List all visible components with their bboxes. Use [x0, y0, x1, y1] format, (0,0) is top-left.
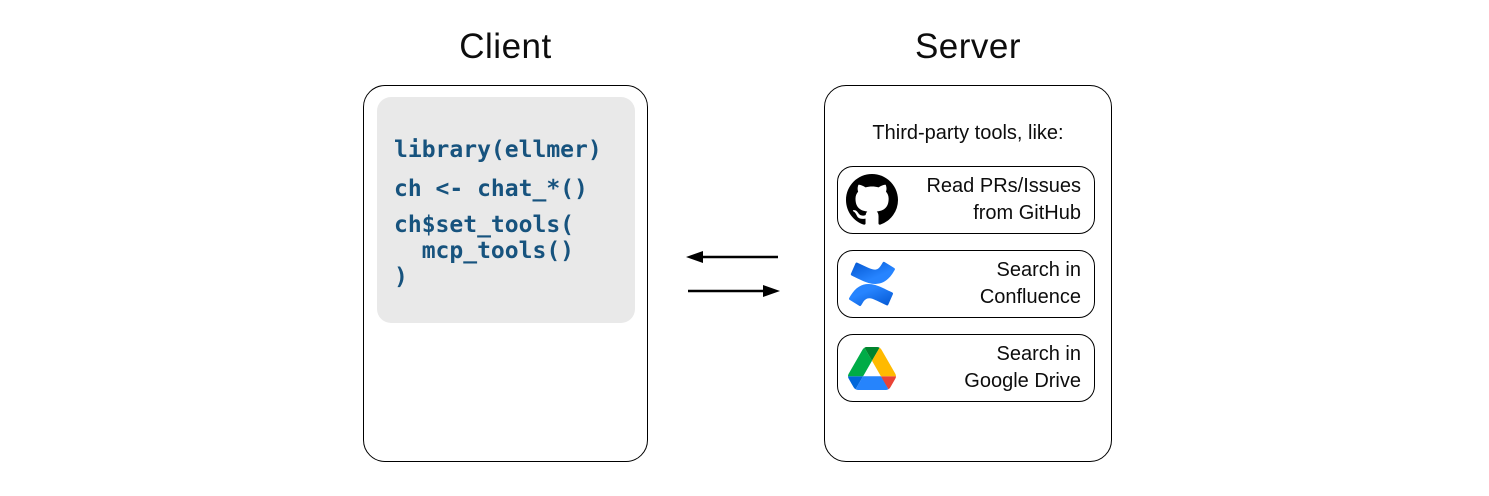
server-title: Server	[914, 27, 1022, 66]
tool-label-line2: from GitHub	[973, 202, 1081, 224]
google-drive-icon	[845, 341, 899, 395]
github-icon	[845, 173, 899, 227]
server-box: Third-party tools, like: Read PRs/Issues…	[824, 85, 1112, 462]
tool-item-google-drive: Search in Google Drive	[837, 334, 1095, 402]
tool-label-line1: Search in	[996, 343, 1082, 365]
code-line: )	[394, 264, 408, 290]
tool-label: Read PRs/Issues from GitHub	[899, 173, 1081, 227]
confluence-icon	[845, 257, 899, 311]
server-subtitle: Third-party tools, like:	[872, 122, 1064, 144]
tool-label-line2: Google Drive	[964, 370, 1081, 392]
code-line: ch$set_tools(	[394, 212, 575, 238]
tool-label-line1: Search in	[996, 259, 1082, 281]
code-line: ch <- chat_*()	[394, 176, 588, 202]
client-box: library(ellmer) ch <- chat_*() ch$set_to…	[363, 85, 648, 462]
code-line: mcp_tools()	[394, 238, 575, 264]
client-title: Client	[459, 27, 552, 66]
arrow-right-icon	[686, 284, 780, 298]
tool-label-line2: Confluence	[979, 286, 1081, 308]
code-block: library(ellmer) ch <- chat_*() ch$set_to…	[377, 97, 635, 323]
arrow-left-icon	[686, 250, 780, 264]
code-line: library(ellmer)	[394, 137, 602, 163]
tool-label: Search in Google Drive	[899, 341, 1081, 395]
tool-item-github: Read PRs/Issues from GitHub	[837, 166, 1095, 234]
tool-label: Search in Confluence	[899, 257, 1081, 311]
tool-label-line1: Read PRs/Issues	[926, 175, 1081, 197]
tool-item-confluence: Search in Confluence	[837, 250, 1095, 318]
